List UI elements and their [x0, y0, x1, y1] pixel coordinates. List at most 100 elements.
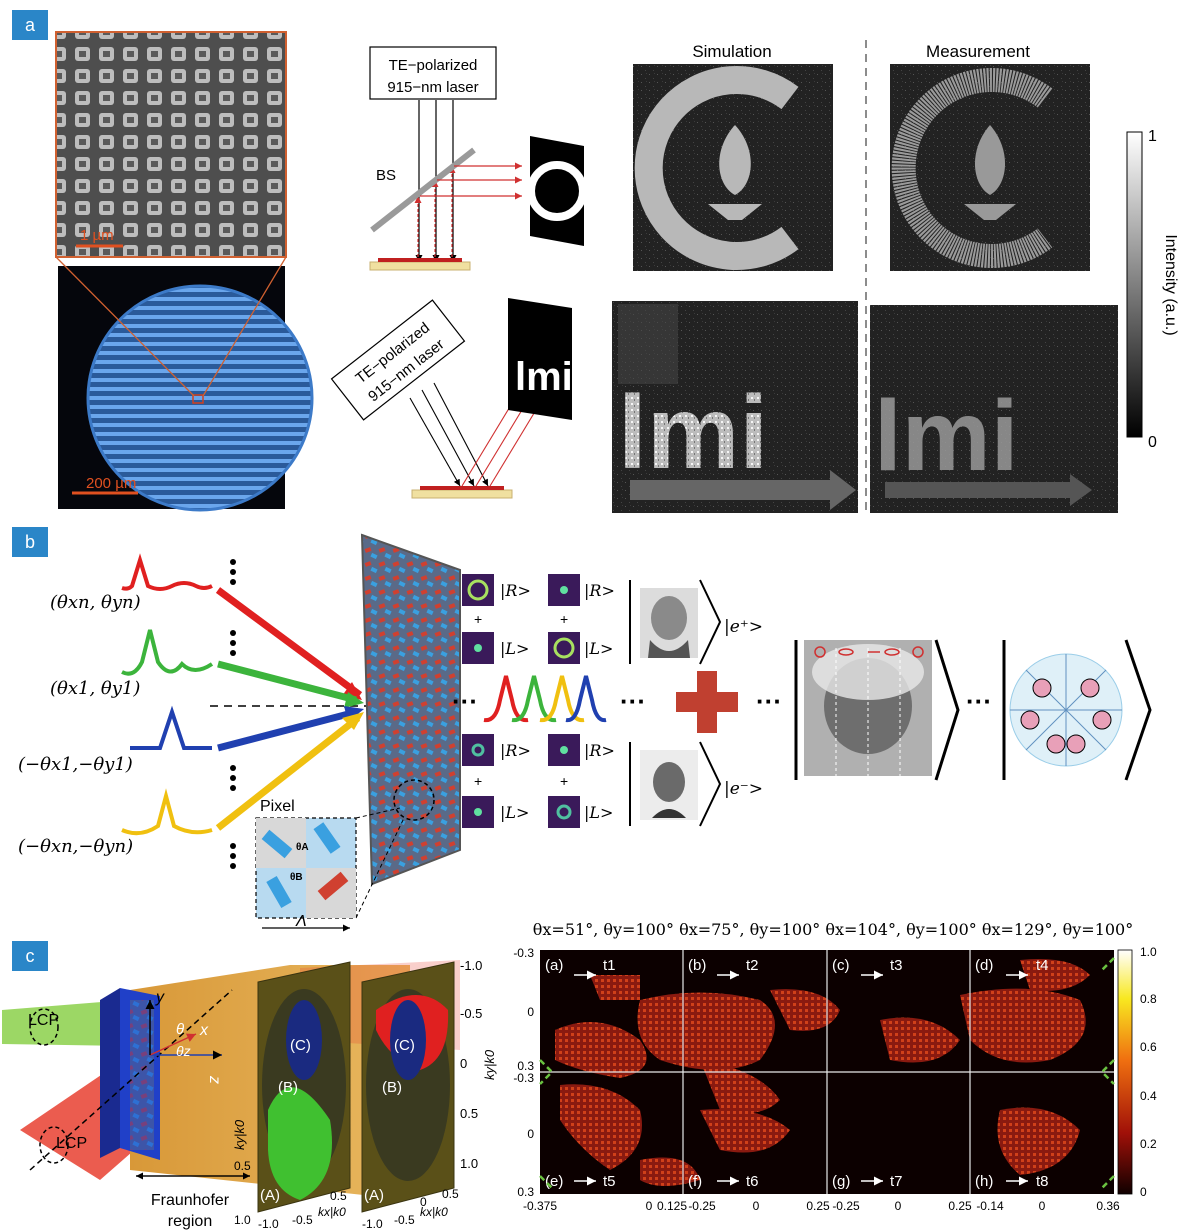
panel-b: (θxn, θyn) (θx1, θy1) (−θx1,−θy1) (−θxn,… [18, 533, 1152, 932]
panel-label-b: b [12, 527, 48, 557]
ytick-1: -0.3 [513, 946, 534, 960]
tick-v-4: 0.5 [460, 1106, 478, 1121]
tick-h-5: -1.0 [362, 1217, 383, 1231]
z-axis-label: z [206, 1075, 223, 1084]
colorbar-max: 1 [1148, 128, 1157, 145]
colorbar-label: Intensity (a.u.) [1162, 234, 1179, 335]
pulse-red [121, 553, 213, 591]
diffracted-beam-1 [461, 399, 515, 487]
measurement-image-lmi [870, 305, 1118, 513]
pixel-callout-line-1 [355, 807, 401, 819]
hologram-logo-c [527, 161, 587, 221]
world-map-pixels [555, 959, 1090, 1186]
tick-h-2: -1.0 [258, 1217, 279, 1231]
time-t5: t5 [603, 1173, 616, 1190]
cbtick-3: 0.6 [1140, 1040, 1157, 1054]
oblique-beam-1 [409, 397, 461, 487]
lcp-polarization-red [39, 1126, 69, 1164]
xtick-8: 0 [895, 1199, 902, 1213]
laser-top-line2: 915−nm laser [387, 79, 478, 96]
ket-r-2: |R> [584, 581, 615, 600]
hologram-logo-lmi-small: lmi [515, 355, 573, 399]
tick-v-5: 1.0 [460, 1156, 478, 1171]
bracket-right-minus [699, 741, 722, 827]
ky-axis-label-2: ky|k0 [232, 1119, 247, 1150]
measurement-title: Measurement [926, 42, 1030, 61]
region-b-red: (B) [382, 1079, 402, 1096]
sub-a: (a) [545, 957, 563, 974]
xtick-9: 0.25 [948, 1199, 972, 1213]
lcp-label-1: LCP [28, 1012, 59, 1029]
xtick-5: 0 [753, 1199, 760, 1213]
x-axis-label: x [199, 1022, 209, 1039]
fraunhofer-label-1: Fraunhofer [151, 1192, 230, 1209]
bracket-right-plus [699, 579, 722, 665]
panel-c-map-grid: θx=51°, θy=100° θx=75°, θy=100° θx=104°,… [513, 920, 1157, 1213]
map-grid-header: θx=51°, θy=100° θx=75°, θy=100° θx=104°,… [533, 920, 1133, 939]
scale-1um-label: 1 µm [80, 227, 114, 244]
meas-logo-torch [964, 204, 1016, 220]
sim-logo-torch [708, 204, 762, 220]
tick-v-1: -1.0 [460, 958, 482, 973]
diffracted-beam-2 [475, 399, 529, 487]
metasurface-elements-bottom [420, 486, 504, 490]
diffracted-beam-3 [489, 399, 543, 487]
tick-h-7: 0 [420, 1195, 427, 1209]
time-t4: t4 [1036, 957, 1049, 974]
meas-lmi-arrow [885, 474, 1092, 506]
oblique-beam-3 [433, 382, 489, 487]
ket-l-3: |L> [500, 803, 529, 822]
intensity-colorbar [1126, 131, 1143, 438]
simulation-title: Simulation [692, 42, 771, 61]
time-t6: t6 [746, 1173, 759, 1190]
panel-a: 1 µm 200 µm TE−polarized 915−nm laser BS… [55, 31, 1179, 516]
mode-tile-4 [548, 632, 580, 664]
sim-logo-flame [719, 125, 751, 195]
ellipsis-4: ··· [966, 686, 992, 716]
laser-top-line1: TE−polarized [389, 57, 478, 74]
red-core [390, 1000, 426, 1080]
xtick-7: -0.25 [832, 1199, 860, 1213]
theta-a-label: θA [296, 842, 309, 853]
corner-marks [539, 957, 1115, 1189]
ellipsis-3: ··· [756, 686, 782, 716]
pixel-label: Pixel [260, 798, 295, 815]
pixel-rod-3 [266, 876, 292, 908]
polarization-icons [814, 646, 924, 658]
bs-label: BS [376, 167, 396, 184]
metasurface-substrate-bottom [411, 489, 513, 499]
beam-label-3: (−θx1,−θy1) [18, 754, 133, 775]
x-axis [149, 1033, 197, 1056]
big-ket-2-right [1124, 639, 1152, 781]
hologram-screen-bottom [508, 298, 572, 420]
ket-r-1: |R> [500, 581, 531, 600]
map-colorbar [1117, 949, 1133, 1195]
time-t8: t8 [1036, 1173, 1049, 1190]
ytick-6: 0.3 [517, 1185, 534, 1199]
pulse-green [121, 629, 214, 676]
tick-h-1: 1.0 [234, 1213, 251, 1227]
sub-d: (d) [975, 957, 993, 974]
lambda-label: Λ [295, 913, 307, 930]
sim-lmi-shadow [618, 304, 678, 384]
ytick-5: 0 [527, 1127, 534, 1141]
sim-logo-lmi: lmi [618, 375, 768, 491]
fraunhofer-label-2: region [168, 1213, 212, 1230]
ky-axis-label: ky|k0 [482, 1049, 497, 1080]
mode-tile-1 [462, 574, 494, 606]
metasurface-elements-top [378, 258, 462, 262]
region-c-red: (C) [394, 1037, 415, 1054]
arrowhead-green [344, 692, 364, 708]
theta-b-label: θB [290, 872, 303, 883]
sem-pillar-image [55, 31, 287, 258]
comb-yellow [539, 675, 585, 723]
cbtick-5: 0.2 [1140, 1137, 1157, 1151]
cbtick-1: 1.0 [1140, 945, 1157, 959]
pixel-rod-2 [313, 822, 341, 854]
sub-b: (b) [688, 957, 706, 974]
metasurface-substrate-top [369, 261, 471, 271]
ket-r-4: |R> [584, 741, 615, 760]
tick-h-4: 0.5 [330, 1189, 347, 1203]
green-map [268, 1087, 332, 1200]
